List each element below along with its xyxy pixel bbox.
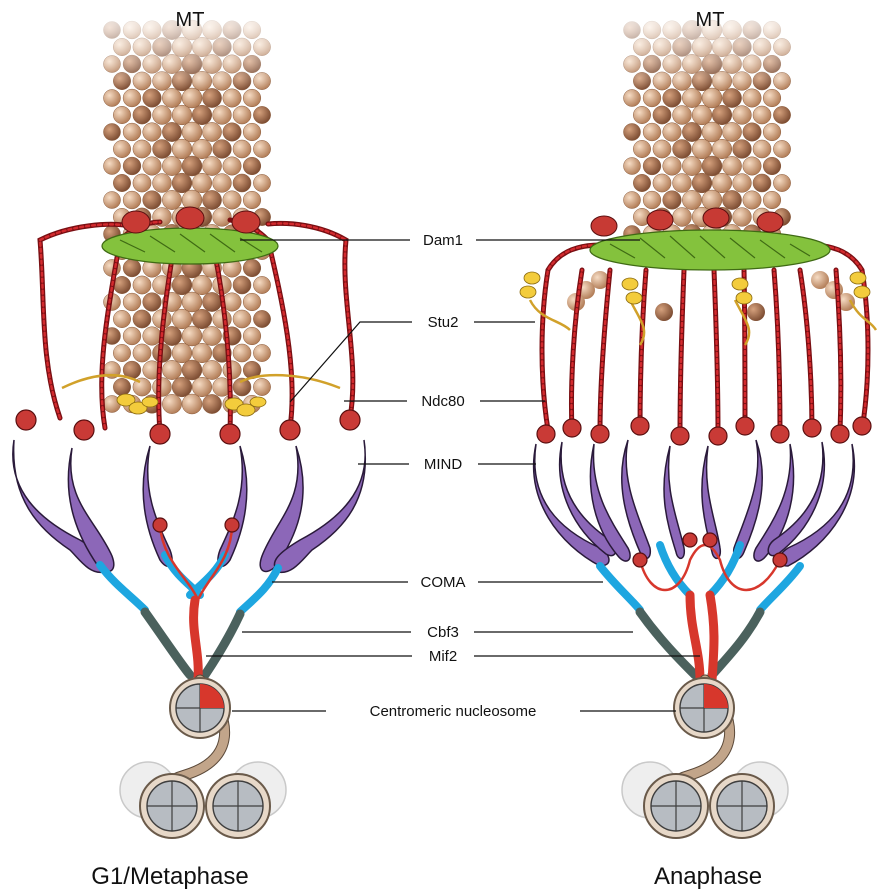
nucleosomes-anaphase bbox=[622, 678, 788, 838]
label-centromeric-nucleosome: Centromeric nucleosome bbox=[370, 703, 537, 720]
ndc80-heads-metaphase bbox=[16, 410, 360, 444]
panel-anaphase: MT Anaphase bbox=[520, 0, 876, 890]
panel-metaphase-top-label: MT bbox=[176, 9, 205, 31]
panel-metaphase-bottom-label: G1/Metaphase bbox=[91, 863, 248, 890]
nucleosomes-metaphase bbox=[120, 678, 286, 838]
label-stu2: Stu2 bbox=[428, 314, 459, 331]
dam1-ring-anaphase bbox=[590, 208, 830, 270]
label-mif2: Mif2 bbox=[429, 648, 457, 665]
mind-complexes-metaphase bbox=[13, 440, 365, 572]
mind-complexes-anaphase bbox=[534, 440, 855, 566]
label-ndc80: Ndc80 bbox=[421, 393, 464, 410]
label-coma: COMA bbox=[421, 574, 466, 591]
panel-anaphase-bottom-label: Anaphase bbox=[654, 863, 762, 890]
label-cbf3: Cbf3 bbox=[427, 624, 459, 641]
panel-anaphase-top-label: MT bbox=[696, 9, 725, 31]
panel-metaphase: MT G1/Metaphase bbox=[13, 0, 365, 890]
dam1-ring-metaphase bbox=[102, 207, 278, 264]
label-dam1: Dam1 bbox=[423, 232, 463, 249]
ndc80-heads-anaphase bbox=[537, 417, 871, 445]
label-mind: MIND bbox=[424, 456, 462, 473]
